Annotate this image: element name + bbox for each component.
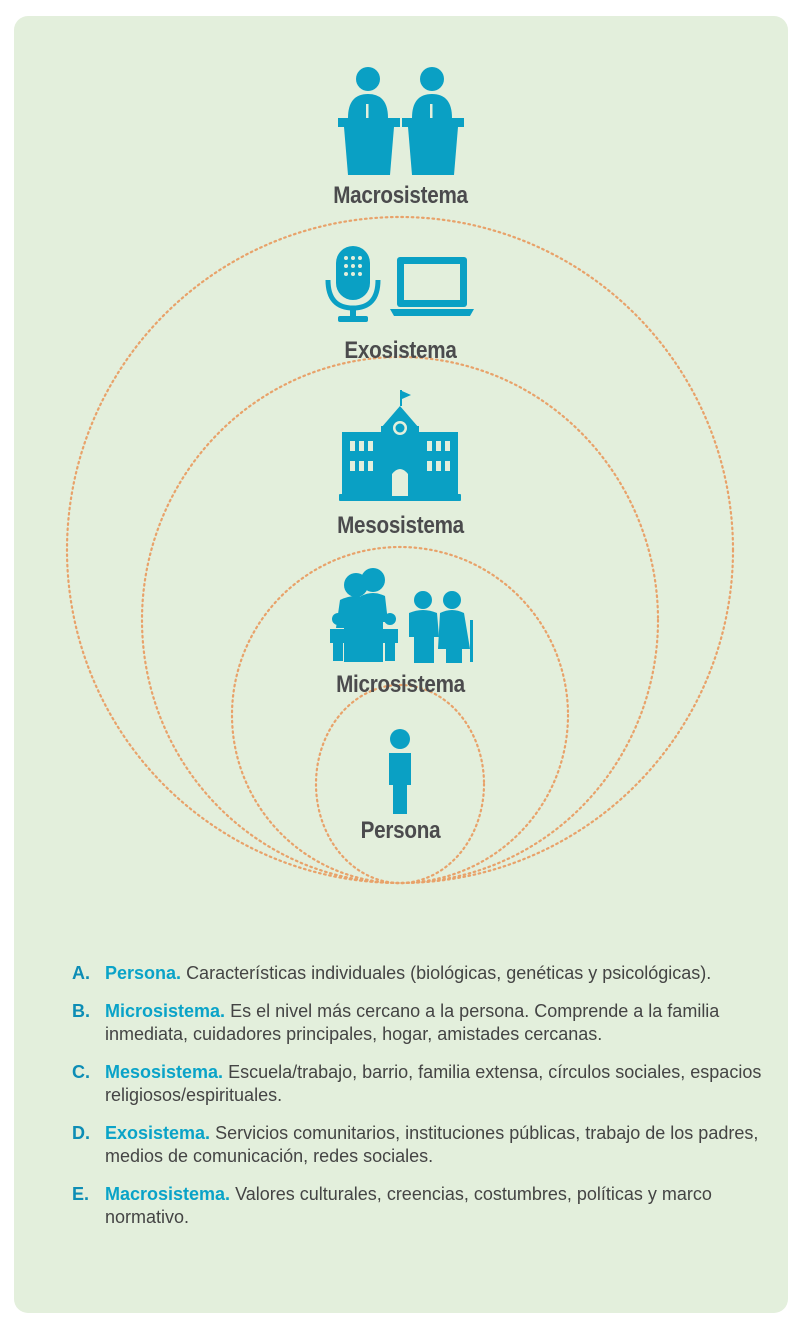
legend-text: Escuela/trabajo, barrio, familia extensa…: [105, 1062, 762, 1105]
label-mesosistema: Mesosistema: [337, 512, 464, 539]
diagram-card: [14, 16, 788, 1313]
legend-body: Microsistema. Es el nivel más cercano a …: [105, 1000, 762, 1046]
ring-mesosistema: [230, 545, 570, 885]
legend-term: Microsistema.: [105, 1001, 226, 1021]
label-exosistema: Exosistema: [344, 337, 457, 364]
legend-text: Valores culturales, creencias, costumbre…: [105, 1184, 712, 1227]
legend-body: Exosistema. Servicios comunitarios, inst…: [105, 1122, 762, 1168]
legend-letter: A.: [72, 963, 90, 983]
legend-item-macrosistema: E. Macrosistema. Valores culturales, cre…: [72, 1183, 762, 1229]
legend-letter: C.: [72, 1062, 90, 1082]
family-icon: [330, 568, 473, 663]
legend-item-exosistema: D. Exosistema. Servicios comunitarios, i…: [72, 1122, 762, 1168]
legend-term: Exosistema.: [105, 1123, 211, 1143]
ring-macrosistema: [65, 215, 735, 885]
label-microsistema: Microsistema: [336, 671, 465, 698]
ecological-rings-diagram: [65, 67, 735, 885]
legend-text: Es el nivel más cercano a la persona. Co…: [105, 1001, 720, 1044]
school-building-icon: [339, 390, 461, 501]
podium-speakers-icon: [338, 67, 464, 175]
legend-letter: D.: [72, 1123, 90, 1143]
legend-letter: E.: [72, 1184, 90, 1204]
legend-text: Características individuales (biológicas…: [186, 963, 712, 983]
legend-body: Mesosistema. Escuela/trabajo, barrio, fa…: [105, 1061, 762, 1107]
legend-list: A. Persona. Características individuales…: [72, 962, 762, 1244]
legend-body: Persona. Características individuales (b…: [105, 962, 762, 985]
legend-item-mesosistema: C. Mesosistema. Escuela/trabajo, barrio,…: [72, 1061, 762, 1107]
legend-term: Mesosistema.: [105, 1062, 224, 1082]
legend-term: Persona.: [105, 963, 182, 983]
ring-exosistema: [140, 355, 660, 885]
person-icon: [389, 729, 411, 814]
ring-persona: [314, 683, 486, 885]
label-persona: Persona: [360, 817, 441, 844]
legend-body: Macrosistema. Valores culturales, creenc…: [105, 1183, 762, 1229]
legend-letter: B.: [72, 1001, 90, 1021]
microphone-laptop-icon: [325, 246, 474, 322]
label-macrosistema: Macrosistema: [333, 182, 468, 209]
legend-term: Macrosistema.: [105, 1184, 231, 1204]
legend-item-persona: A. Persona. Características individuales…: [72, 962, 762, 985]
legend-item-microsistema: B. Microsistema. Es el nivel más cercano…: [72, 1000, 762, 1046]
legend-text: Servicios comunitarios, instituciones pú…: [105, 1123, 759, 1166]
